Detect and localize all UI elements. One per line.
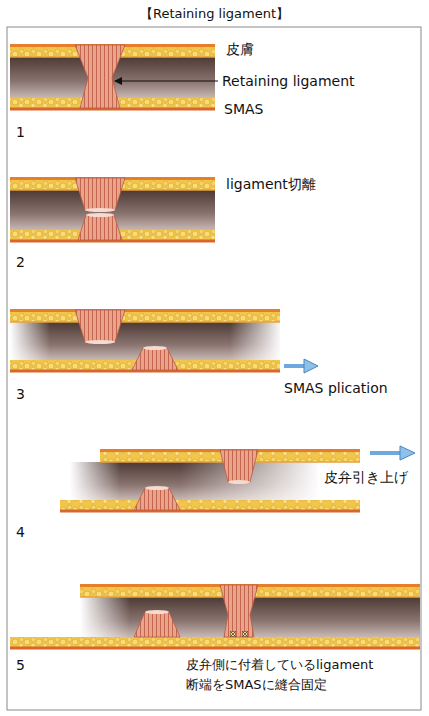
panel-4 [60, 446, 415, 511]
layer-label: SMAS [224, 101, 263, 119]
callout-number: 5 [16, 657, 25, 675]
panel-2 [10, 178, 215, 241]
panel-5 [10, 585, 420, 648]
diagram-title: 【Retaining ligament】 [0, 6, 429, 22]
step-note: ligament切離 [226, 176, 316, 194]
panel-3 [10, 310, 318, 373]
callout-number: 3 [16, 386, 25, 404]
callout-number: 1 [16, 124, 25, 142]
step-note: 皮弁引き上げ [322, 469, 410, 487]
callout-number: 4 [16, 524, 25, 542]
step-note: SMAS plication [284, 380, 388, 398]
callout-number: 2 [16, 254, 25, 272]
part-label: Retaining ligament [222, 73, 355, 91]
layer-label: 皮膚 [226, 41, 254, 59]
step-note: 皮弁側に付着しているligament 断端をSMASに縫合固定 [186, 655, 418, 694]
panel-1 [10, 45, 218, 109]
suture-knot [230, 631, 248, 637]
